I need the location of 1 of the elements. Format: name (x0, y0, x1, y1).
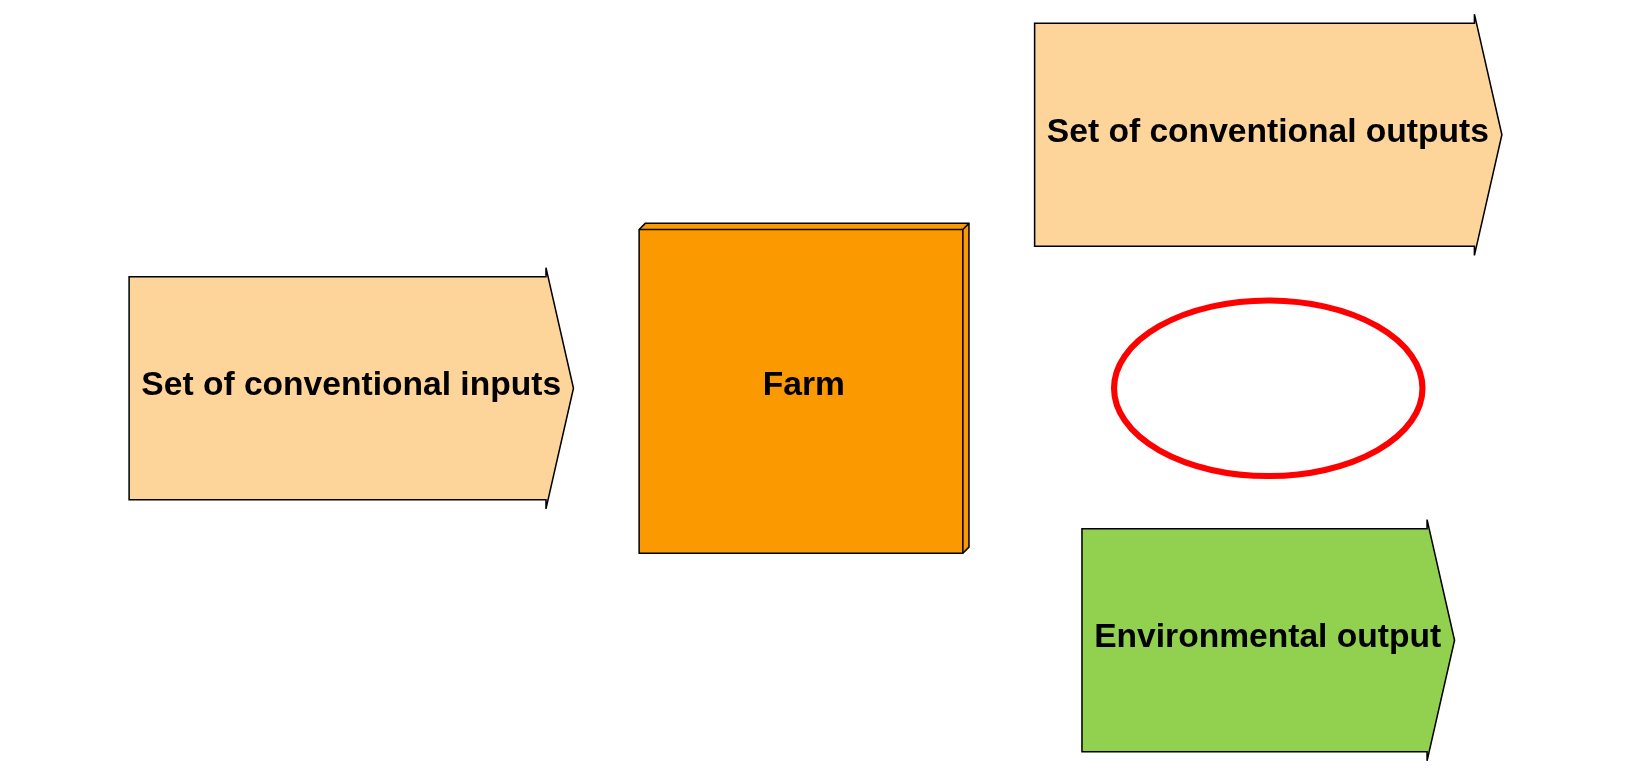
node-ellipse (1110, 297, 1426, 480)
